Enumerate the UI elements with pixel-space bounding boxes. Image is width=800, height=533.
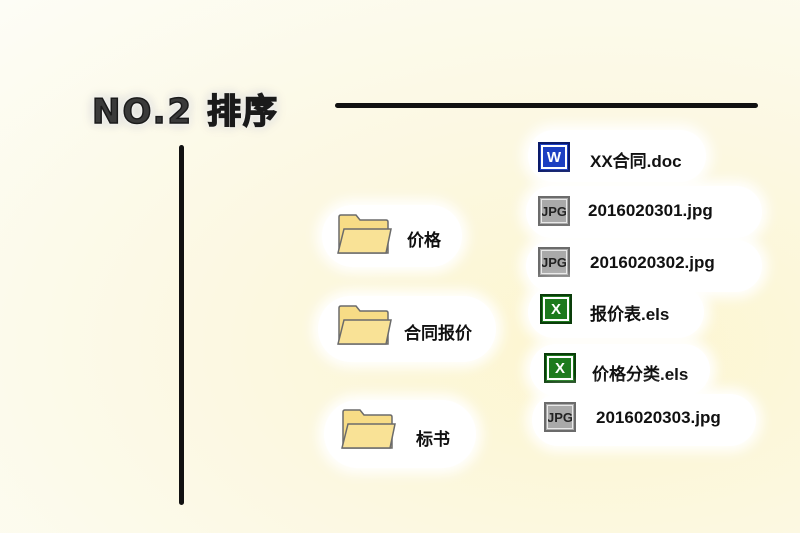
folder-label: 标书: [416, 430, 450, 449]
file-name: 2016020303.jpg: [596, 408, 721, 427]
folder-label: 合同报价: [404, 324, 472, 343]
folder-item-price[interactable]: 价格: [322, 205, 462, 267]
file-item[interactable]: X 价格分类.els: [530, 344, 710, 396]
jpg-icon: JPG: [538, 247, 570, 277]
file-item[interactable]: W XX合同.doc: [528, 130, 706, 182]
folder-icon: [341, 409, 396, 449]
file-name: 2016020301.jpg: [588, 201, 713, 220]
file-name: 价格分类.els: [592, 365, 689, 384]
folder-item-contract-quote[interactable]: 合同报价: [318, 296, 496, 362]
title-underline: [335, 103, 758, 108]
folder-icon: [337, 305, 392, 345]
folder-icon: [337, 214, 392, 254]
word-doc-icon: W: [538, 142, 570, 172]
file-item[interactable]: JPG 2016020302.jpg: [526, 240, 762, 292]
vertical-divider: [179, 145, 184, 505]
folder-label: 价格: [407, 231, 441, 250]
file-name: 报价表.els: [590, 305, 670, 324]
page-title: NO.2 排序: [91, 91, 280, 133]
file-item[interactable]: JPG 2016020303.jpg: [532, 394, 756, 446]
jpg-icon: JPG: [538, 196, 570, 226]
file-name: XX合同.doc: [590, 152, 682, 171]
folder-item-bid[interactable]: 标书: [324, 400, 476, 468]
file-name: 2016020302.jpg: [590, 253, 715, 272]
excel-icon: X: [544, 353, 576, 383]
file-item[interactable]: X 报价表.els: [528, 286, 704, 338]
jpg-icon: JPG: [544, 402, 576, 432]
file-item[interactable]: JPG 2016020301.jpg: [526, 186, 762, 238]
excel-icon: X: [540, 294, 572, 324]
